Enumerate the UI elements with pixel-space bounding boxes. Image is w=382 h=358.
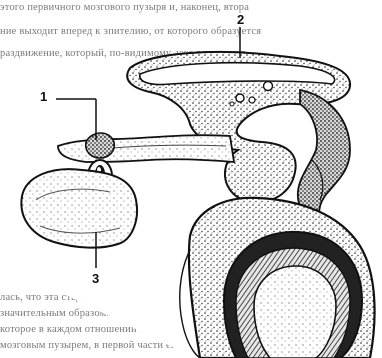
- label-1: 1: [38, 90, 49, 104]
- label-2: 2: [235, 13, 246, 27]
- left-vesicle: [21, 169, 137, 247]
- cup-hollow: [254, 266, 336, 358]
- label-3: 3: [90, 272, 101, 286]
